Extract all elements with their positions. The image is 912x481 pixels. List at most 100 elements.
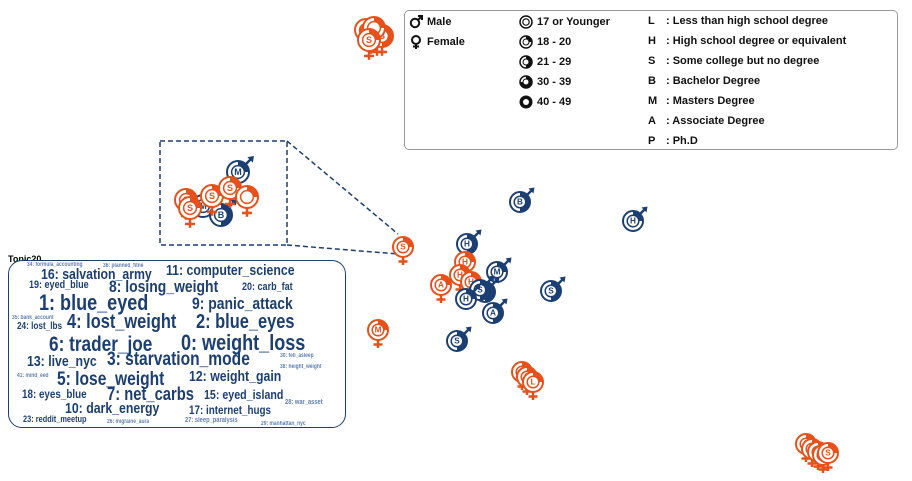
education-code: S xyxy=(454,337,460,346)
legend-edu-b: B: Bachelor Degree xyxy=(648,75,760,87)
male-participant-marker: H xyxy=(455,284,481,310)
male-symbol-arrowhead xyxy=(528,187,535,194)
education-badge xyxy=(486,306,500,320)
education-code: S xyxy=(209,191,215,201)
education-code: H xyxy=(462,258,468,267)
topic-word: 35: bank_account xyxy=(12,315,54,321)
male-symbol-arrowhead xyxy=(475,229,482,236)
zoom-line-bottom xyxy=(286,244,399,255)
female-participant-marker xyxy=(235,185,259,217)
legend-edu-label: : Associate Degree xyxy=(666,115,765,127)
zoom-line-top xyxy=(286,140,399,235)
male-symbol-arrowhead xyxy=(247,156,254,163)
education-code: M xyxy=(234,167,242,177)
topic-word: 15: eyed_island xyxy=(204,387,284,402)
education-code: B xyxy=(218,210,225,220)
topic-word: 7: net_carbs xyxy=(107,384,194,404)
education-code: S xyxy=(477,286,483,295)
education-code: H xyxy=(463,295,469,304)
legend-edu-code: S xyxy=(648,55,656,67)
education-code: A xyxy=(438,281,444,290)
education-code: M xyxy=(199,201,207,211)
male-participant-marker: S xyxy=(540,276,566,302)
legend-female-label: Female xyxy=(427,36,465,48)
legend-male: Male xyxy=(409,15,451,29)
age-ring-3-icon xyxy=(519,55,533,69)
topic-word: 27: sleep_paralysis xyxy=(185,417,238,424)
male-participant-marker: S xyxy=(446,326,472,352)
education-badge xyxy=(459,292,473,306)
legend-edu-label: : Less than high school degree xyxy=(666,15,828,27)
legend-edu-label: : Some college but no degree xyxy=(666,55,820,67)
education-code: S xyxy=(548,287,554,296)
education-code: S xyxy=(227,183,233,193)
education-badge xyxy=(371,323,385,337)
education-badge xyxy=(361,32,377,48)
education-badge xyxy=(626,214,640,228)
legend-age-5-label: 40 - 49 xyxy=(537,96,572,108)
education-badge xyxy=(460,237,474,251)
legend-edu-m: M: Masters Degree xyxy=(648,95,755,107)
female-icon xyxy=(411,35,421,49)
topic-word: 8: losing_weight xyxy=(109,277,219,296)
inset-marker-layer: MMBSSSS xyxy=(174,156,259,228)
marker-layer: SSBSSBHHSHAHHMHSHASMSLLLSSSSS xyxy=(354,16,839,473)
legend-edu-code: A xyxy=(648,115,656,127)
legend-edu-h: H: High school degree or equivalent xyxy=(648,35,846,47)
topic-word-cloud: 34: formula_accounting 36: planned_fitne… xyxy=(8,260,346,428)
topic-word: 34: formula_accounting xyxy=(27,262,83,268)
legend-age-1: 17 or Younger xyxy=(519,15,610,29)
education-code: M xyxy=(375,326,382,335)
legend-age-5: 40 - 49 xyxy=(519,95,571,109)
topic-word: 36: planned_fitne xyxy=(103,263,144,269)
education-code: H xyxy=(457,271,463,280)
education-badge xyxy=(222,180,238,196)
legend-edu-code: L xyxy=(648,15,655,27)
age-ring-4-icon xyxy=(519,75,533,89)
legend-edu-code: B xyxy=(648,75,656,87)
legend-edu-code: P xyxy=(648,135,656,147)
topic-word: 24: lost_lbs xyxy=(17,321,63,332)
topic-word: 28: war_asset xyxy=(285,399,323,406)
legend-edu-p: P: Ph.D xyxy=(648,135,698,147)
legend-age-2-label: 18 - 20 xyxy=(537,36,572,48)
education-badge xyxy=(821,446,835,460)
male-participant-marker: H xyxy=(622,206,648,232)
legend: Male Female 17 or Younger 18 - 20 21 - 2… xyxy=(404,10,898,150)
age-ring-5-icon xyxy=(519,95,533,109)
topic-word: 2: blue_eyes xyxy=(196,311,295,333)
male-participant-marker: S xyxy=(469,275,495,301)
topic-word: 12: weight_gain xyxy=(189,368,282,385)
topic-word: 0: weight_loss xyxy=(181,330,306,355)
education-code: M xyxy=(494,268,501,277)
education-badge xyxy=(204,188,220,204)
female-participant-marker: A xyxy=(430,274,452,303)
male-symbol-arrowhead xyxy=(559,276,566,283)
topic-word: 3: starvation_mode xyxy=(107,349,250,370)
education-badge xyxy=(182,200,198,216)
legend-edu-code: M xyxy=(648,95,658,107)
male-participant-marker: B xyxy=(509,187,535,213)
male-icon xyxy=(409,15,423,29)
topic-word: 10: dark_energy xyxy=(65,400,160,417)
male-symbol-arrowhead xyxy=(505,257,512,264)
legend-age-3: 21 - 29 xyxy=(519,55,571,69)
education-badge xyxy=(434,278,448,292)
topic-word: 38: height_weight xyxy=(280,364,322,370)
topic-word: 30: fell_asleep xyxy=(280,353,314,359)
education-badge xyxy=(544,284,558,298)
education-code: H xyxy=(630,217,636,226)
legend-edu-a: A : Associate Degree xyxy=(648,115,765,127)
male-symbol-arrowhead xyxy=(641,206,648,213)
legend-age-1-label: 17 or Younger xyxy=(537,16,610,28)
age-ring-1-icon xyxy=(519,15,533,29)
education-code: H xyxy=(464,240,470,249)
female-participant-marker: S xyxy=(392,236,414,265)
male-symbol-arrowhead xyxy=(501,298,508,305)
topic-word: 4: lost_weight xyxy=(67,311,177,333)
legend-male-label: Male xyxy=(427,16,452,28)
female-participant-marker: L xyxy=(522,371,544,400)
topic-word: 17: internet_hugs xyxy=(189,403,272,417)
education-code: S xyxy=(825,449,831,458)
